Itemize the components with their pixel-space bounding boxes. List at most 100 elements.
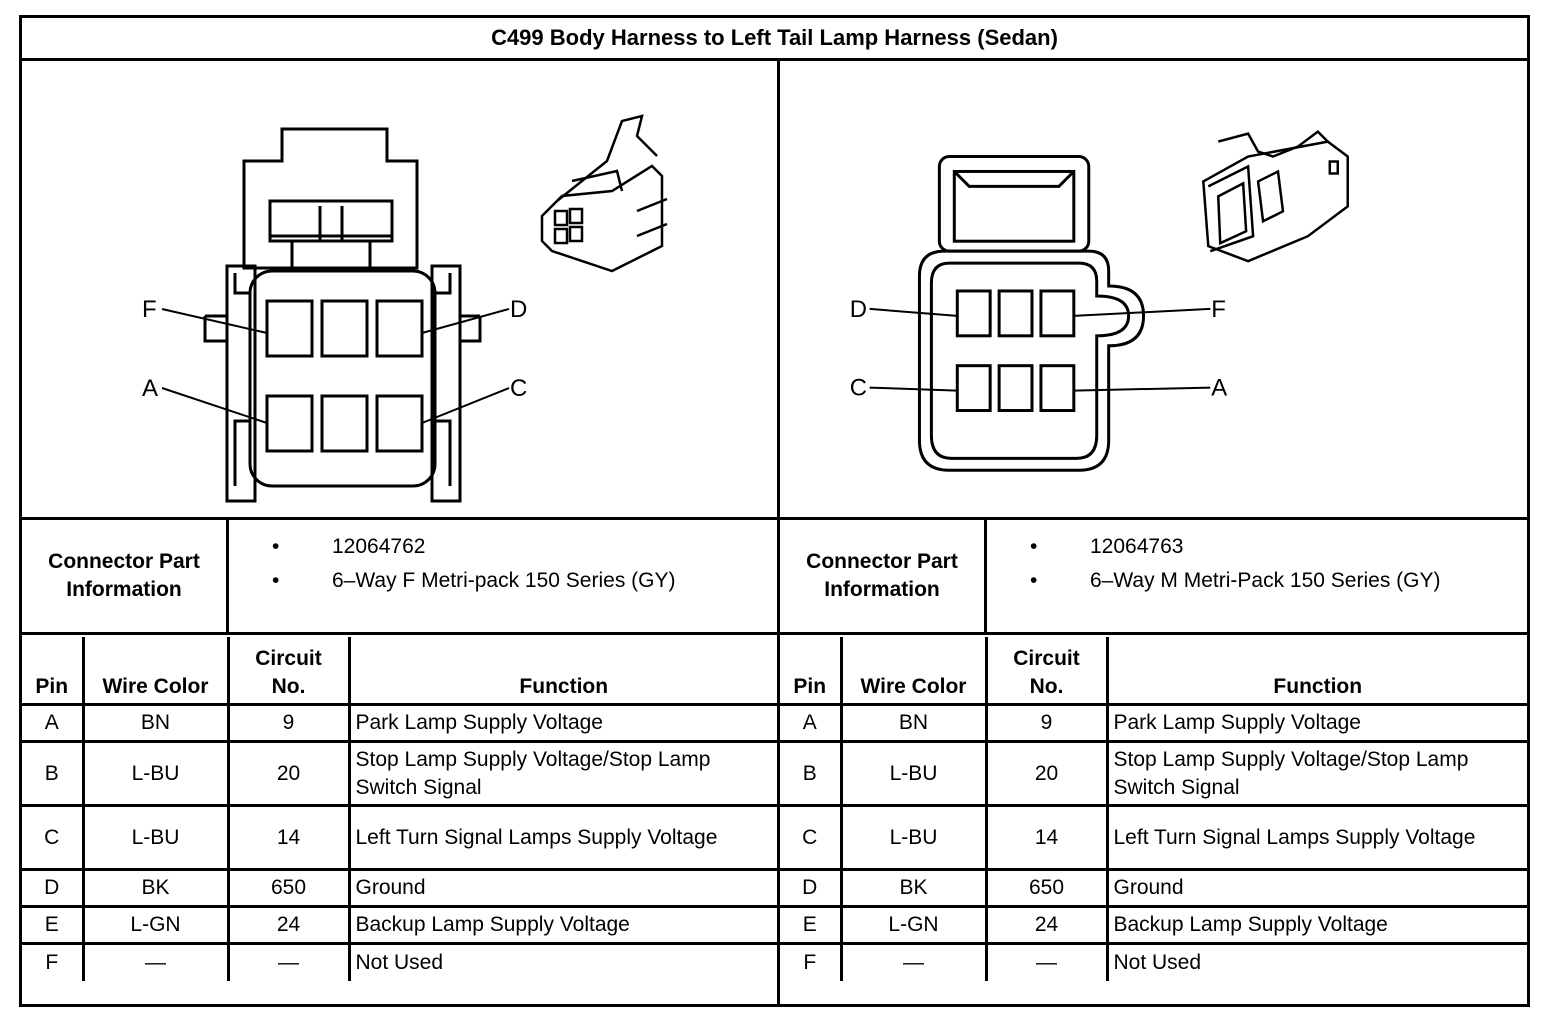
header-function: Function: [1105, 637, 1527, 706]
function-cell: Backup Lamp Supply Voltage: [347, 905, 777, 945]
male-connector-face-view: D F C A: [850, 129, 1349, 472]
table-row: D BK 650 Ground: [22, 868, 777, 908]
wire-color-cell: BN: [839, 703, 988, 743]
function-cell: Left Turn Signal Lamps Supply Voltage: [1105, 804, 1527, 871]
male-connector-drawing: D F C A: [780, 61, 1527, 517]
pin-cell: B: [22, 740, 85, 807]
function-cell: Park Lamp Supply Voltage: [347, 703, 777, 743]
connector-info-item: • 12064763: [1030, 530, 1440, 564]
cavity-b: [320, 394, 369, 453]
callout-d: D: [510, 296, 527, 323]
cavity-c: [955, 364, 992, 413]
cavity-f: [265, 299, 314, 358]
function-cell: Backup Lamp Supply Voltage: [1105, 905, 1527, 945]
function-cell: Left Turn Signal Lamps Supply Voltage: [347, 804, 777, 871]
connector-info-label: Connector Part Information: [780, 520, 987, 632]
connector-part-info: Connector Part Information • 12064762 • …: [22, 517, 777, 635]
pin-cell: B: [780, 740, 843, 807]
callout-f: F: [142, 296, 157, 323]
wire-color-cell: BK: [81, 868, 230, 908]
circuit-cell: —: [984, 942, 1109, 981]
part-number: 12064763: [1090, 535, 1184, 558]
circuit-cell: 20: [984, 740, 1109, 807]
pinout-table: Pin Wire Color Circuit No. Function A BN…: [22, 637, 777, 981]
pin-cell: A: [780, 703, 843, 743]
connector-info-label: Connector Part Information: [22, 520, 229, 632]
connector-info-item: • 6–Way M Metri-Pack 150 Series (GY): [1030, 564, 1440, 598]
circuit-cell: 650: [226, 868, 351, 908]
pin-cell: C: [22, 804, 85, 871]
callout-f: F: [1211, 296, 1226, 323]
cavity-d: [955, 289, 992, 338]
wire-color-cell: BN: [81, 703, 230, 743]
circuit-cell: —: [226, 942, 351, 981]
circuit-cell: 14: [226, 804, 351, 871]
page-title: C499 Body Harness to Left Tail Lamp Harn…: [22, 18, 1527, 61]
callout-d: D: [850, 296, 867, 323]
table-row: B L-BU 20 Stop Lamp Supply Voltage/Stop …: [22, 740, 777, 807]
pin-cell: D: [22, 868, 85, 908]
table-row: D BK 650 Ground: [780, 868, 1527, 908]
function-cell: Ground: [347, 868, 777, 908]
connector-info-item: • 12064762: [272, 530, 676, 564]
wire-color-cell: BK: [839, 868, 988, 908]
pin-cell: D: [780, 868, 843, 908]
header-circuit: Circuit No.: [226, 637, 351, 706]
female-connector-drawing: F D A C: [22, 61, 777, 517]
connector-info-list: • 12064762 • 6–Way F Metri-pack 150 Seri…: [272, 530, 676, 598]
header-wire-color: Wire Color: [81, 637, 230, 706]
right-connector-panel: D F C A Connector Part Information • 120…: [777, 61, 1527, 1004]
table-row: E L-GN 24 Backup Lamp Supply Voltage: [22, 905, 777, 945]
table-row: F — — Not Used: [780, 942, 1527, 981]
function-cell: Stop Lamp Supply Voltage/Stop Lamp Switc…: [1105, 740, 1527, 807]
function-cell: Stop Lamp Supply Voltage/Stop Lamp Switc…: [347, 740, 777, 807]
callout-a: A: [1211, 375, 1227, 402]
cavity-b: [997, 364, 1034, 413]
cavity-e: [997, 289, 1034, 338]
function-cell: Not Used: [1105, 942, 1527, 981]
pin-cell: E: [22, 905, 85, 945]
bullet-icon: •: [272, 535, 280, 558]
callout-c: C: [510, 375, 527, 402]
table-row: C L-BU 14 Left Turn Signal Lamps Supply …: [22, 804, 777, 871]
cavity-a: [265, 394, 314, 453]
pin-cell: F: [780, 942, 843, 981]
pin-cell: A: [22, 703, 85, 743]
pinout-table: Pin Wire Color Circuit No. Function A BN…: [780, 637, 1527, 981]
bullet-icon: •: [272, 569, 280, 592]
wire-color-cell: L-GN: [839, 905, 988, 945]
circuit-cell: 24: [226, 905, 351, 945]
wire-color-cell: L-BU: [839, 804, 988, 871]
wire-color-cell: L-BU: [839, 740, 988, 807]
bullet-icon: •: [1030, 535, 1038, 558]
function-cell: Ground: [1105, 868, 1527, 908]
wire-color-cell: L-BU: [81, 740, 230, 807]
function-cell: Not Used: [347, 942, 777, 981]
table-row: F — — Not Used: [22, 942, 777, 981]
connector-description: 6–Way M Metri-Pack 150 Series (GY): [1090, 569, 1441, 592]
circuit-cell: 9: [226, 703, 351, 743]
wire-color-cell: —: [81, 942, 230, 981]
table-row: B L-BU 20 Stop Lamp Supply Voltage/Stop …: [780, 740, 1527, 807]
callout-a: A: [142, 375, 158, 402]
function-cell: Park Lamp Supply Voltage: [1105, 703, 1527, 743]
wire-color-cell: —: [839, 942, 988, 981]
header-pin: Pin: [22, 637, 85, 706]
female-connector-face-view: F D A C: [142, 114, 668, 503]
connector-part-info: Connector Part Information • 12064763 • …: [780, 517, 1527, 635]
cavity-e: [320, 299, 369, 358]
pin-cell: C: [780, 804, 843, 871]
pin-cell: F: [22, 942, 85, 981]
callout-c: C: [850, 375, 867, 402]
wire-color-cell: L-BU: [81, 804, 230, 871]
table-row: E L-GN 24 Backup Lamp Supply Voltage: [780, 905, 1527, 945]
pin-cell: E: [780, 905, 843, 945]
table-header-row: Pin Wire Color Circuit No. Function: [22, 637, 777, 706]
cavity-f: [1039, 289, 1076, 338]
header-pin: Pin: [780, 637, 843, 706]
cavity-c: [375, 394, 424, 453]
table-row: A BN 9 Park Lamp Supply Voltage: [22, 703, 777, 743]
header-wire-color: Wire Color: [839, 637, 988, 706]
table-header-row: Pin Wire Color Circuit No. Function: [780, 637, 1527, 706]
circuit-cell: 650: [984, 868, 1109, 908]
